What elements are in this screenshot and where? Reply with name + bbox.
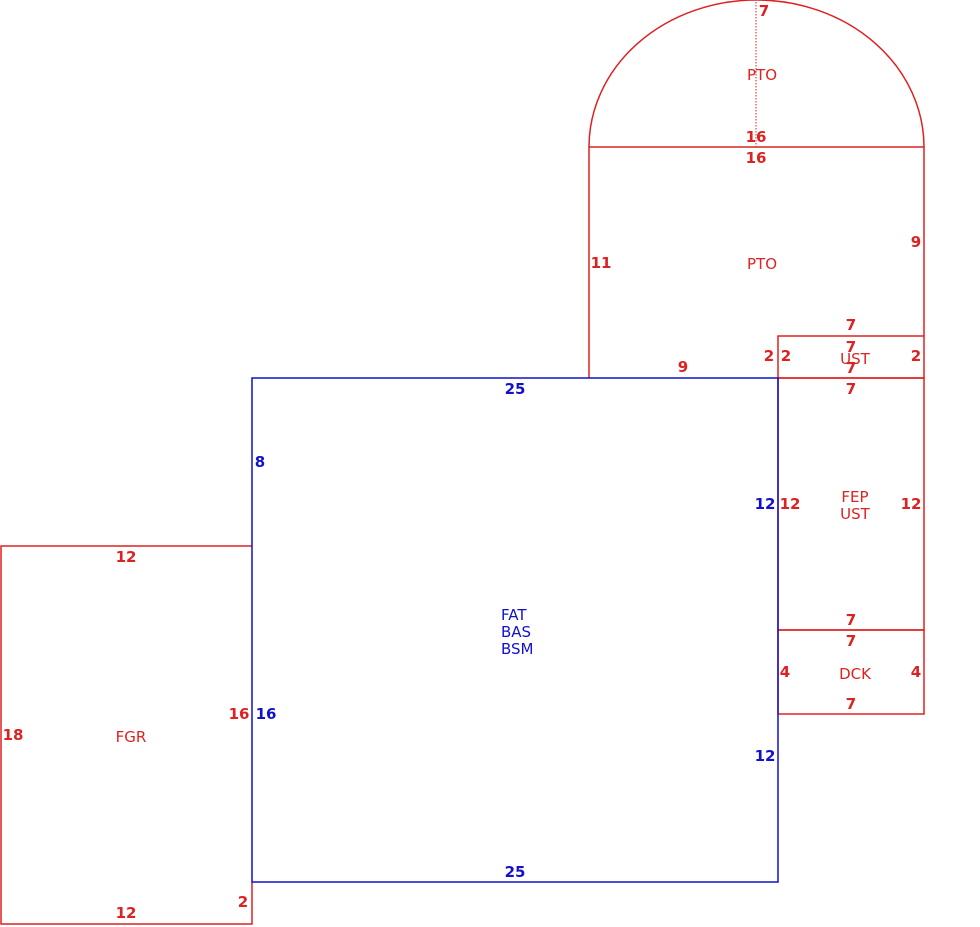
- main-right-upper-dim: 12: [755, 495, 776, 513]
- pto-rect-top-dim: 16: [746, 149, 767, 167]
- fep-ust-label-fep: FEP: [841, 488, 868, 506]
- main-label-fat: FAT: [501, 606, 527, 624]
- pto-rect-bottom-dim: 9: [678, 358, 688, 376]
- pto-rect-right-dim: 9: [911, 233, 921, 251]
- pto-rect-area: 16 11 9 PTO 9 2: [588, 146, 925, 378]
- ust-strip-bottom-inner-dim: 7: [846, 359, 856, 377]
- dck-area: 7 4 4 DCK 7: [777, 629, 925, 715]
- pto-arc-outline: [588, 0, 925, 148]
- fgr-right-dim: 16: [229, 705, 250, 723]
- pto-arc-apex-dim: 7: [759, 2, 769, 20]
- ust-strip-left-dim: 2: [781, 347, 791, 365]
- fep-ust-area: 7 12 12 FEP UST 7: [777, 377, 925, 631]
- pto-rect-label: PTO: [747, 255, 777, 273]
- main-label-bas: BAS: [501, 623, 531, 641]
- ust-strip-label: UST: [840, 350, 871, 368]
- fgr-top-dim: 12: [116, 548, 137, 566]
- pto-chord-dim: 16: [746, 128, 767, 146]
- main-left-lower-dim: 16: [256, 705, 277, 723]
- fep-ust-left-dim: 12: [780, 495, 801, 513]
- dck-label: DCK: [839, 665, 872, 683]
- main-left-upper-dim: 8: [255, 453, 265, 471]
- main-top-dim: 25: [505, 380, 526, 398]
- fgr-step-dim: 2: [238, 893, 248, 911]
- main-house-area: 25 8 12 FAT BAS BSM 16 12 25: [251, 377, 779, 883]
- fgr-bottom-dim: 12: [116, 904, 137, 922]
- ust-strip-right-dim: 2: [911, 347, 921, 365]
- pto-rect-notch-dim: 2: [764, 347, 774, 365]
- fgr-label: FGR: [116, 728, 147, 746]
- fgr-outline: [0, 545, 253, 925]
- dck-top-dim: 7: [846, 632, 856, 650]
- fep-ust-right-dim: 12: [901, 495, 922, 513]
- pto-rect-left-dim: 11: [591, 254, 612, 272]
- fgr-area: 12 18 FGR 16 2 12: [0, 545, 253, 925]
- pto-semicircle-label: PTO: [747, 66, 777, 84]
- fep-ust-top-dim: 7: [846, 380, 856, 398]
- main-house-outline: [251, 377, 779, 883]
- ust-strip-top-dim: 7: [846, 316, 856, 334]
- main-label-bsm: BSM: [501, 640, 534, 658]
- dck-left-dim: 4: [780, 663, 790, 681]
- pto-semicircle-area: 7 PTO 16: [588, 0, 925, 148]
- fep-ust-label-ust: UST: [840, 505, 871, 523]
- ust-strip-top-inner-dim: 7: [846, 338, 856, 356]
- ust-strip-area: 7 7 7 UST 2 2: [777, 316, 925, 379]
- main-bottom-dim: 25: [505, 863, 526, 881]
- main-right-lower-dim: 12: [755, 747, 776, 765]
- dck-bottom-dim: 7: [846, 695, 856, 713]
- pto-rect-outline: [588, 146, 925, 378]
- fep-ust-bottom-dim: 7: [846, 611, 856, 629]
- dck-right-dim: 4: [911, 663, 921, 681]
- fgr-left-dim: 18: [3, 726, 24, 744]
